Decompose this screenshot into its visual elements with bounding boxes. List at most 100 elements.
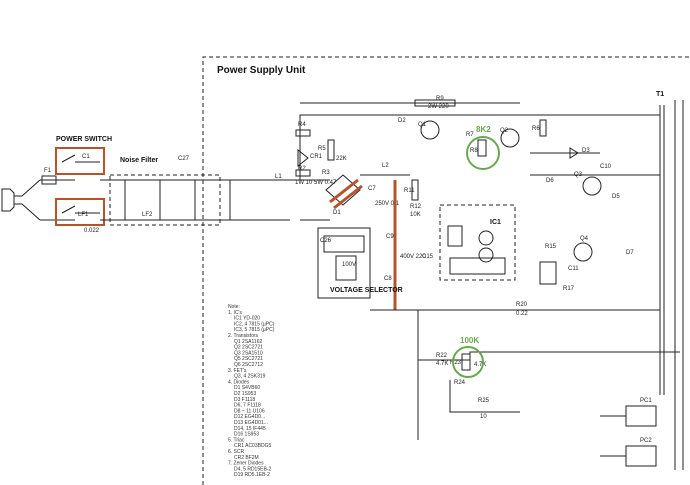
- power-switch-lower-highlight: [55, 198, 105, 226]
- note-line: D2 1S953: [234, 391, 256, 397]
- note-line: 7. Zener Diodes: [228, 461, 264, 467]
- power-switch-upper-highlight: [55, 147, 105, 175]
- q4-label: Q4: [580, 236, 589, 242]
- d7-label: D7: [626, 250, 634, 256]
- noise-filter-label: Noise Filter: [120, 157, 158, 164]
- note-line: IC2, 4 7815 (µPC): [234, 321, 275, 327]
- note-line: Q3, 4 2SK319: [234, 374, 266, 380]
- r23-label: R23: [450, 360, 462, 366]
- note-line: 5. Triac: [228, 437, 245, 443]
- r8-label: R8: [470, 148, 478, 154]
- c7-value: 250V 0.1: [375, 201, 400, 207]
- note-line: D13 EG4D01...: [234, 420, 268, 426]
- note-line: CR2 BF2M: [234, 455, 259, 461]
- c26-label: C26: [320, 238, 332, 244]
- annotation-circle-100k: [452, 346, 484, 378]
- note-line: 6. SCR: [228, 449, 245, 455]
- r9-value: 2W 220: [428, 104, 449, 110]
- r20-label: R20: [516, 302, 528, 308]
- d3-label: D3: [582, 148, 590, 154]
- d6-label: D6: [546, 178, 554, 184]
- ic1-label: IC1: [490, 219, 501, 226]
- r12-value: 10K: [410, 212, 421, 218]
- note-line: Q6 2SC2712: [234, 362, 263, 368]
- r25-value: 10: [480, 414, 487, 420]
- pc2-label: PC2: [640, 438, 652, 444]
- c9-label: C9: [386, 234, 394, 240]
- d5-label: D5: [612, 194, 620, 200]
- c1-label: C1: [82, 154, 90, 160]
- r23-value: 4.7K: [474, 362, 486, 368]
- note-line: Note:: [228, 304, 240, 310]
- r12-label: R12: [410, 204, 422, 210]
- note-line: 4. Diodes: [228, 379, 250, 385]
- q2-label: Q2: [500, 128, 509, 134]
- c27-label: C27: [178, 156, 190, 162]
- note-line: D8 ~ 11 U106: [234, 408, 265, 414]
- r25-label: R25: [478, 398, 490, 404]
- t1-label: T1: [656, 91, 664, 98]
- c8-label: C8: [384, 276, 392, 282]
- note-line: D3 F1118: [234, 397, 255, 403]
- l1-label: L1: [275, 174, 282, 180]
- annotation-8k2: 8K2: [476, 125, 491, 134]
- f1-label: F1: [44, 168, 52, 174]
- section-border: [202, 56, 690, 485]
- note-line: IC1 YD-020: [234, 316, 260, 322]
- v100-label: 100V: [342, 262, 356, 268]
- annotation-100k: 100K: [460, 336, 479, 345]
- pc1-label: PC1: [640, 398, 652, 404]
- r2-label: R2: [298, 166, 306, 172]
- note-line: 1. IC's: [228, 310, 243, 316]
- d1-label: D1: [333, 210, 341, 216]
- note-line: D16 1S953: [234, 432, 259, 438]
- section-title: Power Supply Unit: [217, 65, 306, 76]
- r22-label: R22: [436, 353, 448, 359]
- note-line: Q3 2SA1510: [234, 350, 263, 356]
- c15-label: C15: [422, 254, 434, 260]
- note-line: D1 S4VB60: [234, 385, 260, 391]
- note-line: 3. FET's: [228, 368, 247, 374]
- r5-label: R5: [318, 146, 326, 152]
- bridge-highlight: [329, 178, 363, 210]
- r4-label: R4: [298, 122, 306, 128]
- note-line: IC3, 5 7815 (µPC): [234, 327, 275, 333]
- c1-value: 0.022: [84, 228, 100, 234]
- annotation-circle-8k2: [466, 136, 500, 170]
- r5-value: 22K: [336, 156, 347, 162]
- r6-label: R6: [532, 126, 540, 132]
- r15-label: R15: [545, 244, 557, 250]
- c10-label: C10: [600, 164, 612, 170]
- voltage-selector-label: VOLTAGE SELECTOR: [330, 287, 403, 294]
- power-switch-label: POWER SWITCH: [56, 136, 112, 143]
- ac-plug-icon: [1, 179, 41, 221]
- note-line: CR1 AC03BDG5: [234, 443, 271, 449]
- r3-label: R3: [322, 170, 330, 176]
- d2-label: D2: [398, 118, 406, 124]
- r17-label: R17: [563, 286, 575, 292]
- r24-label: R24: [454, 380, 466, 386]
- r11-label: R11: [404, 188, 415, 194]
- q1-label: Q1: [418, 122, 427, 128]
- note-line: D19 RD5.1EB-2: [234, 472, 270, 478]
- r2-value: 1W 10: [295, 180, 313, 186]
- r3-value: 5W 0.47: [314, 180, 337, 186]
- c7-label: C7: [368, 186, 376, 192]
- r20-value: 0.22: [516, 311, 528, 317]
- note-line: Q2 2SC2721: [234, 345, 263, 351]
- note-line: D6, 7 F1118: [234, 403, 261, 409]
- lf1-label: LF1: [78, 212, 89, 218]
- l2-label: L2: [382, 163, 389, 169]
- note-line: D14, 15 IF445: [234, 426, 266, 432]
- r22-value: 4.7K: [436, 361, 448, 367]
- r9-label: R9: [436, 96, 444, 102]
- lf2-label: LF2: [142, 212, 153, 218]
- note-line: D4, 5 RD15EB-2: [234, 466, 271, 472]
- cr1-label: CR1: [310, 154, 323, 160]
- r7-label: R7: [466, 132, 474, 138]
- note-line: Q1 2SA1162: [234, 339, 262, 345]
- note-line: Q5 2SC2721: [234, 356, 263, 362]
- c11-label: C11: [568, 266, 579, 272]
